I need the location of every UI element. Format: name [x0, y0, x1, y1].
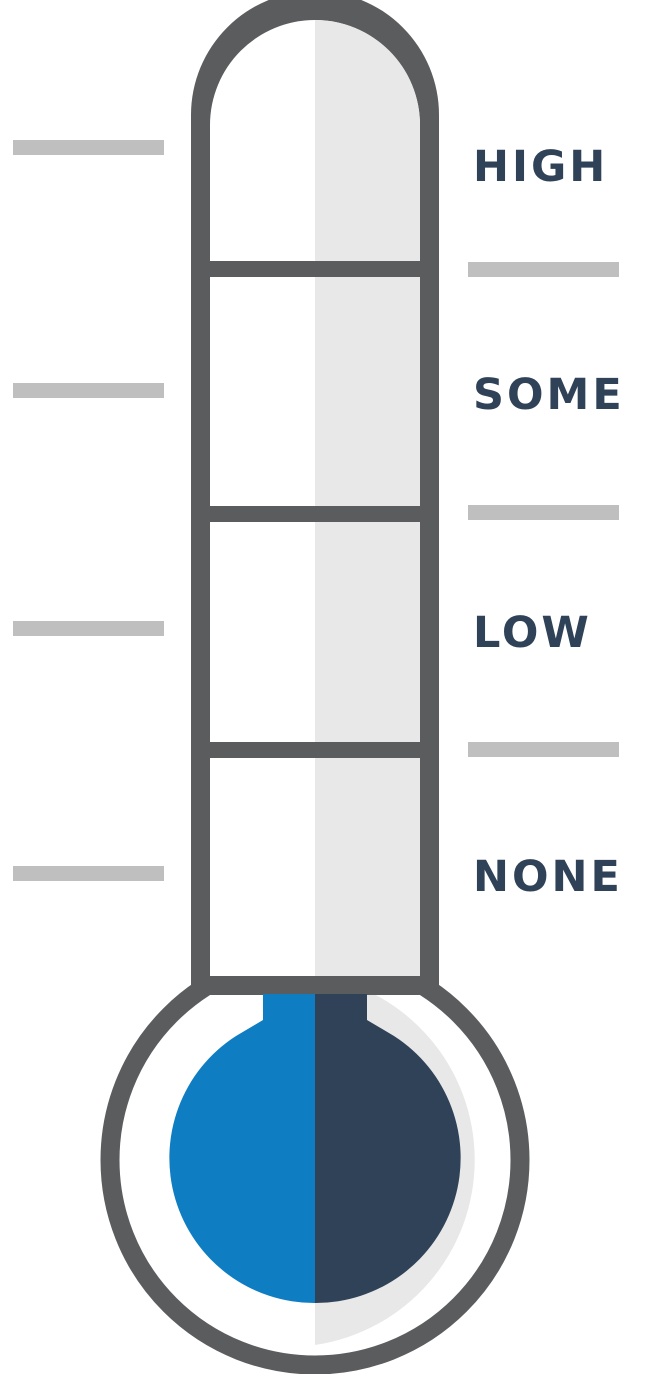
left-tick-some [13, 383, 164, 398]
right-tick-group [468, 262, 619, 757]
level-label-some: SOME [473, 374, 625, 417]
level-label-low: LOW [473, 612, 592, 655]
right-tick-high-some [468, 262, 619, 277]
divider-high-some [205, 261, 425, 277]
right-tick-some-low [468, 505, 619, 520]
level-label-none: NONE [473, 856, 623, 899]
left-tick-group [13, 140, 164, 881]
left-tick-low [13, 621, 164, 636]
left-tick-none [13, 866, 164, 881]
thermometer-tube-shade [315, 20, 420, 977]
divider-some-low [205, 506, 425, 522]
divider-low-none [205, 742, 425, 758]
left-tick-high [13, 140, 164, 155]
right-tick-low-none [468, 742, 619, 757]
thermometer-neck-bar [200, 976, 430, 994]
level-label-high: HIGH [473, 146, 608, 189]
